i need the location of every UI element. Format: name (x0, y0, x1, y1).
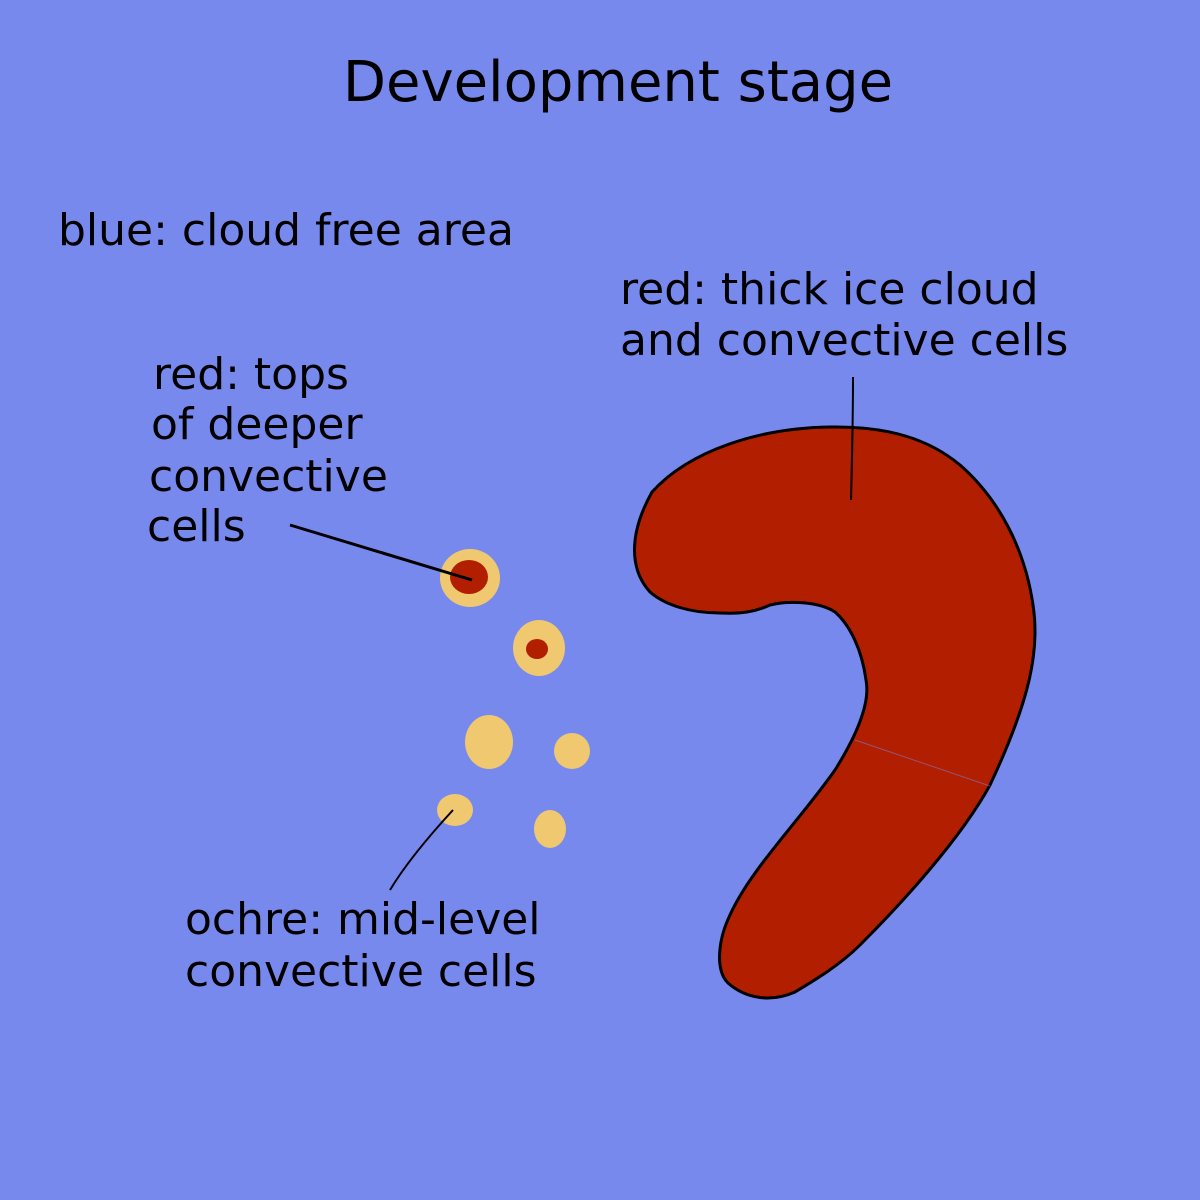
leader-line-ochre (389, 809, 454, 891)
label-deep-tops-line3: convective (149, 451, 388, 502)
leader-line-deep-tops (289, 523, 473, 582)
label-ochre-line1: ochre: mid-level (185, 894, 541, 945)
cloud-seam-line (854, 739, 991, 787)
label-ochre-line2: convective cells (185, 946, 537, 997)
label-deep-tops-line1: red: tops (153, 349, 349, 400)
ochre-cell-3 (465, 715, 513, 769)
red-top-cell-2 (526, 639, 548, 659)
thick-ice-cloud-shape (633, 425, 1037, 1000)
ochre-cell-6 (534, 810, 566, 848)
ochre-cell-4 (554, 733, 590, 769)
label-blue-cloud-free: blue: cloud free area (58, 205, 514, 256)
label-deep-tops-line4: cells (147, 501, 246, 552)
red-top-cell-1 (450, 560, 488, 594)
label-deep-tops-line2: of deeper (151, 399, 363, 450)
diagram-title: Development stage (343, 50, 893, 115)
leader-line-thick-ice (850, 376, 854, 501)
label-thick-ice-line2: and convective cells (620, 315, 1068, 366)
label-thick-ice-line1: red: thick ice cloud (620, 264, 1039, 315)
